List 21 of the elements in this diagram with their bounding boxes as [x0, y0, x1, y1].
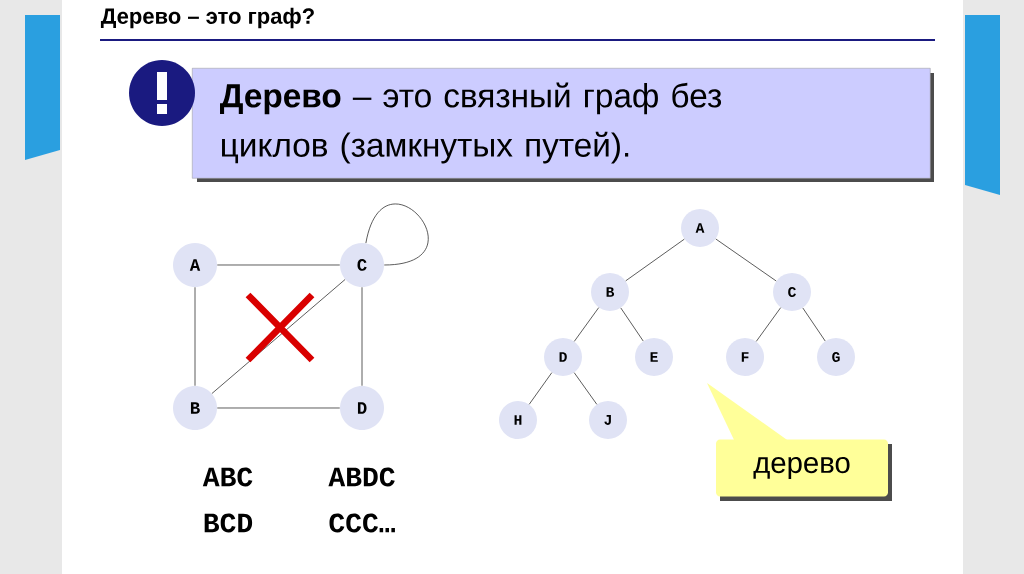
path-label: ABDC — [328, 467, 395, 487]
edge-line — [715, 238, 777, 282]
edge-line — [194, 286, 196, 387]
path-label: BCD — [204, 513, 253, 533]
edge-line — [573, 307, 600, 342]
edge-line — [216, 407, 341, 409]
edge-line — [528, 372, 553, 405]
edge-line — [573, 372, 598, 405]
title: Дерево – это граф? — [100, 7, 314, 29]
edge-line — [755, 307, 782, 342]
edge-line — [620, 307, 644, 342]
definition-box: Дерево – это связный граф без циклов (замкнутых путей). — [192, 68, 934, 182]
speech-bubble: дерево — [707, 383, 892, 501]
edge-line — [802, 307, 826, 342]
path-label: ABC — [202, 467, 253, 487]
edge-line — [625, 238, 685, 282]
path-label: CCC… — [329, 513, 395, 533]
edge-line — [211, 279, 346, 394]
edge-line — [365, 204, 429, 266]
edge-line — [361, 286, 363, 387]
edge-line — [216, 264, 341, 266]
